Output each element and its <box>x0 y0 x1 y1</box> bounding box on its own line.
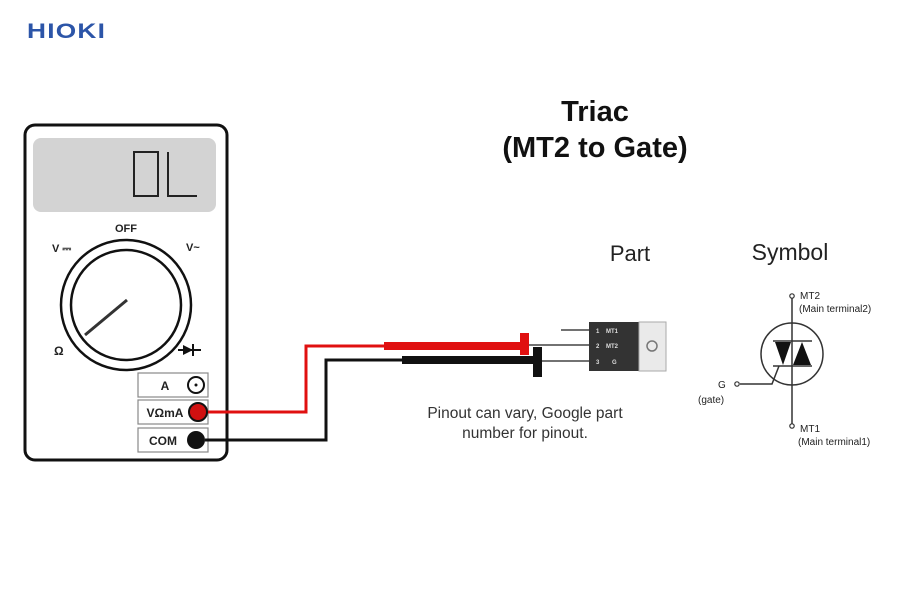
gate-label: G <box>718 380 726 391</box>
black-test-lead[interactable] <box>187 347 542 449</box>
triac-symbol: MT2 (Main terminal2) MT1 (Main terminal1… <box>698 291 871 448</box>
mt2-desc: (Main terminal2) <box>799 304 871 315</box>
part-tab <box>638 321 667 372</box>
title-line1: Triac <box>561 96 629 128</box>
part-body <box>589 322 639 371</box>
part-heading: Part <box>609 241 651 266</box>
pin-3-number: 3 <box>596 360 600 366</box>
jack-vohma-label: VΩmA <box>147 406 184 420</box>
red-test-lead[interactable] <box>188 333 529 422</box>
diagram-title: Triac (MT2 to Gate) <box>470 94 720 166</box>
pin-1-number: 1 <box>596 329 600 335</box>
mounting-hole <box>646 340 658 352</box>
mt2-label: MT2 <box>800 291 820 302</box>
jack-a-label: A <box>161 379 170 393</box>
dial-label-ohm: Ω <box>54 344 64 358</box>
mt1-label: MT1 <box>800 424 820 435</box>
multimeter: OFF V ⎓ V~ Ω A VΩmA COM <box>23 123 229 462</box>
jack-a[interactable]: A <box>137 372 209 398</box>
dial-knob[interactable] <box>69 248 183 362</box>
title-line2: (MT2 to Gate) <box>502 132 688 164</box>
pin-2-number: 2 <box>596 344 600 350</box>
jack-com-label: COM <box>149 434 177 448</box>
diode-icon <box>178 344 201 356</box>
symbol-circle <box>760 322 824 386</box>
mt2-terminal <box>789 293 795 299</box>
note-line1: Pinout can vary, Google part <box>427 405 623 422</box>
pin-3-name: G <box>612 360 617 366</box>
pin-2-name: MT2 <box>606 344 619 350</box>
red-plug[interactable] <box>188 402 208 422</box>
gate-terminal <box>734 381 740 387</box>
dial-pointer <box>84 298 128 337</box>
hioki-logo: HIOKI <box>27 20 107 43</box>
triac-part: 1 MT1 2 MT2 3 G <box>529 321 667 372</box>
lcd-display <box>33 138 216 212</box>
mt1-terminal <box>789 423 795 429</box>
mt1-desc: (Main terminal1) <box>798 437 870 448</box>
dial-label-acv: V~ <box>186 242 200 254</box>
lcd-reading-0L <box>133 151 197 197</box>
gate-desc: (gate) <box>698 395 724 406</box>
note-line2: number for pinout. <box>462 425 588 442</box>
black-plug[interactable] <box>187 431 205 449</box>
pinout-note: Pinout can vary, Google part number for … <box>400 404 650 444</box>
pin-1-name: MT1 <box>606 329 619 335</box>
symbol-heading: Symbol <box>751 239 829 265</box>
dial-label-off: OFF <box>115 223 137 235</box>
dial-label-dcv: V ⎓ <box>52 243 71 255</box>
